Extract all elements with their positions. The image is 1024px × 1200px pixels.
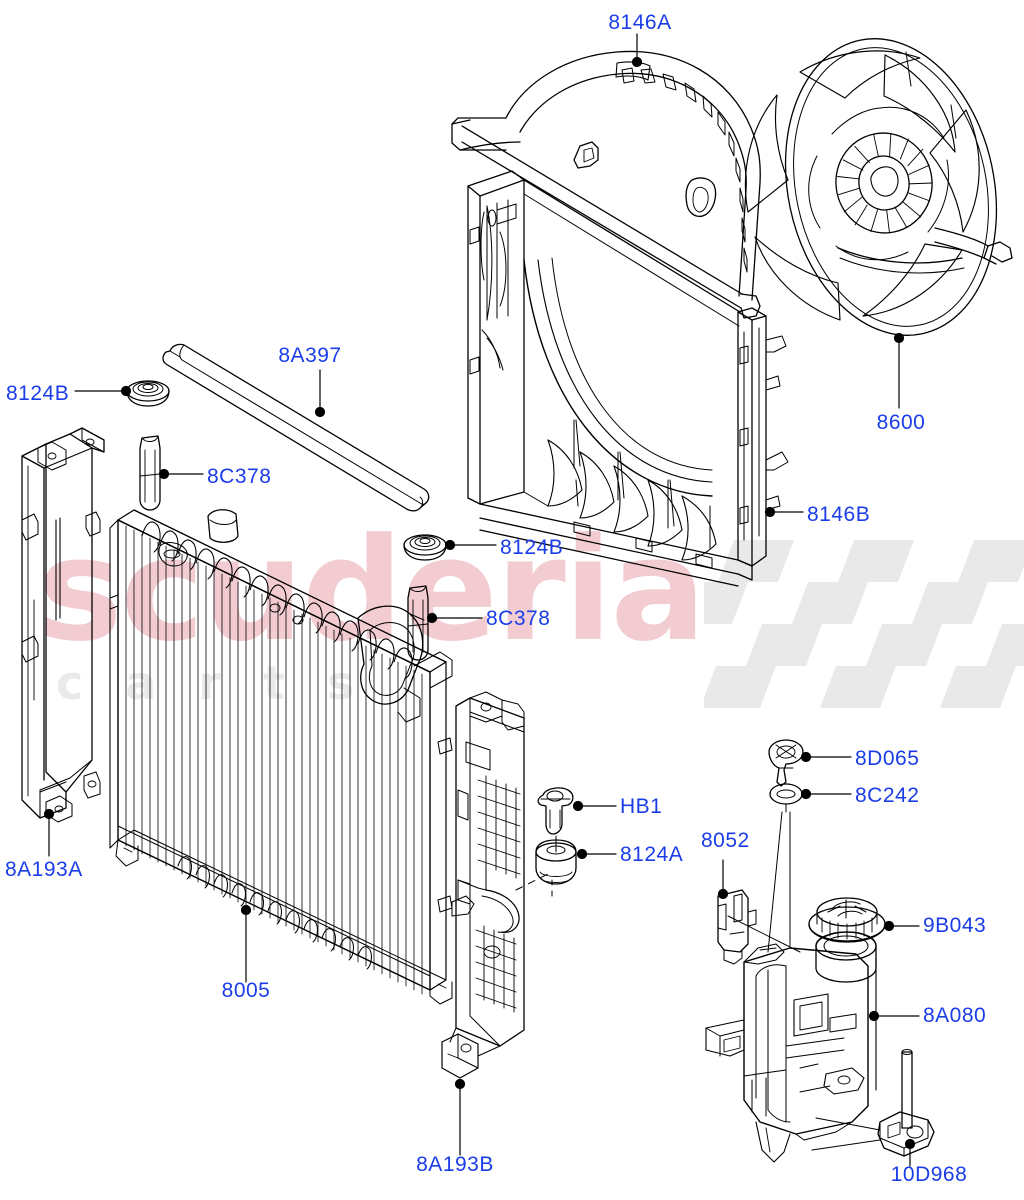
tank-mounting-clip-part [877,1049,935,1157]
callout-8C242[interactable]: 8C242 [855,784,920,807]
radiator-bracket-left-part [21,427,105,823]
shroud-retaining-bolt-part [537,787,574,835]
callout-8A080[interactable]: 8A080 [923,1004,987,1027]
radiator-upper-air-deflector-part [162,343,430,512]
radiator-bracket-right-part [441,691,553,1079]
callout-9B043[interactable]: 9B043 [923,914,987,937]
cooling-fan-part [744,38,1013,336]
callout-10D968[interactable]: 10D968 [890,1163,968,1186]
fan-shroud-main-part [467,170,789,587]
callout-8146A[interactable]: 8146A [608,11,672,34]
coolant-level-sensor-part [717,889,757,965]
fan-shroud-upper-cowl-part [451,50,761,319]
callout-8124B-lower[interactable]: 8124B [500,536,564,559]
callout-8124B-upper[interactable]: 8124B [6,382,70,405]
radiator-insulator-upper-part [126,380,170,407]
callout-8052[interactable]: 8052 [701,829,750,852]
callout-8A193A[interactable]: 8A193A [5,858,83,881]
bleed-screw-seal-part [769,783,803,813]
expansion-tank-bleed-screw-part [768,739,804,787]
leader-lines [43,33,920,1167]
callout-8C378-lower[interactable]: 8C378 [486,607,551,630]
coolant-expansion-tank-part [705,931,877,1163]
callout-8D065[interactable]: 8D065 [855,747,920,770]
callout-8146B[interactable]: 8146B [807,503,871,526]
radiator-pin-upper-part [139,435,161,511]
callout-8600[interactable]: 8600 [876,411,926,434]
expansion-tank-cap-part [808,897,886,943]
callout-8A397[interactable]: 8A397 [278,344,342,367]
callout-8A193B[interactable]: 8A193B [416,1153,494,1176]
callout-8C378-upper[interactable]: 8C378 [207,465,272,488]
radiator-insulator-lower-part [403,534,447,561]
radiator-assembly-part [109,509,453,1005]
callout-HB1[interactable]: HB1 [620,795,663,818]
shroud-insulator-part [535,835,577,885]
callout-8005[interactable]: 8005 [221,979,271,1002]
callout-8124A[interactable]: 8124A [620,843,684,866]
